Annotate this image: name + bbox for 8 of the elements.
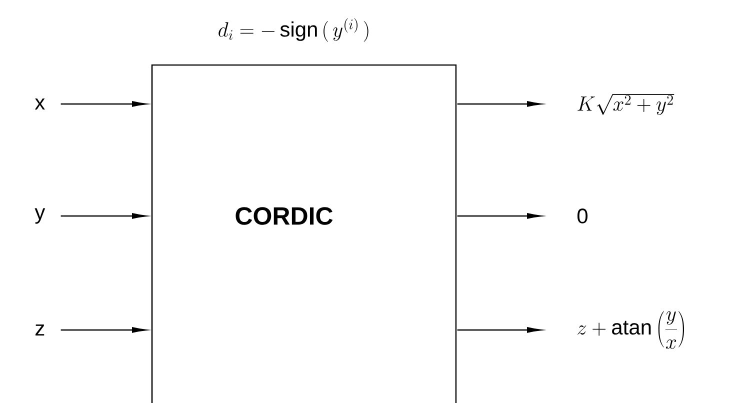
signal-label: 0: [577, 208, 588, 224]
output-formula: $z + \mathrm{atan}\left(\frac{y}{x}\right)$: [578, 311, 684, 349]
process-box: CORDIC: [151, 64, 457, 403]
signal-label: x: [34, 98, 45, 110]
signal-label: z: [36, 324, 44, 336]
output-formula: $K\sqrt{x^2 + y^2}$: [578, 94, 674, 115]
signal-label: y: [34, 208, 46, 224]
heading-formula: $d_i = -\,\mathrm{sign}\,(\,y^{(i)}\,)$: [218, 18, 368, 42]
